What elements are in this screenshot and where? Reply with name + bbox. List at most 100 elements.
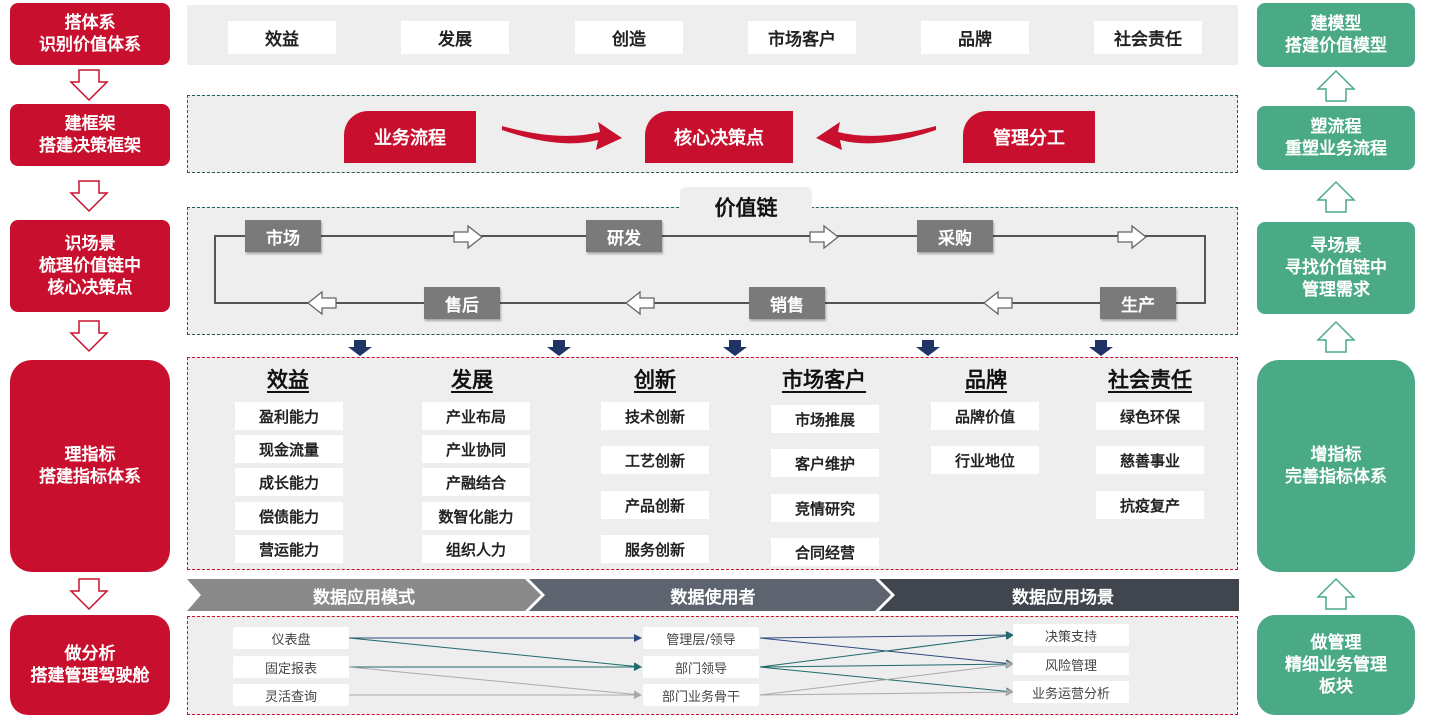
right-step-5-title: 做管理: [1310, 633, 1362, 653]
left-step-5-title: 做分析: [64, 644, 116, 664]
indicator-item: 绿色环保: [1096, 402, 1204, 430]
hollow-right-arrow-icon: [809, 224, 840, 250]
hollow-left-arrow-icon: [306, 290, 337, 316]
indicator-item: 客户维护: [771, 449, 879, 477]
value-item: 品牌: [921, 21, 1029, 54]
hollow-right-arrow-icon: [453, 224, 484, 250]
chain-stage-rnd: 研发: [586, 220, 662, 252]
down-arrow-icon: [69, 69, 109, 102]
indicator-item: 抗疫复产: [1096, 491, 1204, 519]
chain-stage-market: 市场: [245, 220, 321, 252]
indicator-item: 成长能力: [235, 468, 343, 496]
left-step-3-desc: 梳理价值链中: [39, 256, 141, 276]
indicator-item: 产品创新: [601, 491, 709, 519]
left-step-1-title: 搭体系: [64, 13, 116, 33]
right-step-5: 做管理 精细业务管理 板块: [1257, 615, 1415, 715]
indicator-item: 竞情研究: [771, 494, 879, 522]
data-user-tag: 部门业务骨干: [643, 684, 759, 706]
data-banner-chevrons: [187, 579, 1239, 611]
data-flow-lines: [348, 631, 1014, 699]
data-scene-tag: 决策支持: [1013, 624, 1129, 646]
navy-down-arrow-icon: [547, 340, 571, 356]
right-step-4: 增指标 完善指标体系: [1257, 360, 1415, 572]
data-scene-tag: 业务运营分析: [1013, 681, 1129, 703]
data-mode-tag: 灵活查询: [233, 684, 349, 706]
data-user-tag: 管理层/领导: [643, 627, 759, 649]
left-step-1-desc: 识别价值体系: [39, 35, 141, 55]
indicator-item: 合同经营: [771, 538, 879, 566]
hollow-right-arrow-icon: [1117, 224, 1148, 250]
data-mode-tag: 仪表盘: [233, 627, 349, 649]
chain-stage-purchase: 采购: [917, 220, 993, 252]
navy-down-arrow-icon: [723, 340, 747, 356]
right-step-4-title: 增指标: [1310, 445, 1362, 465]
data-mode-tag: 固定报表: [233, 656, 349, 678]
up-arrow-icon: [1316, 320, 1356, 353]
indicator-group-title: 品牌: [965, 368, 1007, 392]
data-banner-scene: 数据应用场景: [1012, 587, 1114, 608]
hollow-left-arrow-icon: [624, 290, 655, 316]
right-step-3-desc2: 管理需求: [1302, 280, 1370, 300]
indicator-group-title: 创新: [634, 368, 676, 392]
indicator-item: 盈利能力: [235, 402, 343, 430]
down-arrow-icon: [69, 320, 109, 353]
indicator-item: 产融结合: [422, 468, 530, 496]
right-step-1: 建模型 搭建价值模型: [1257, 3, 1415, 67]
indicator-item: 营运能力: [235, 535, 343, 563]
right-step-4-desc: 完善指标体系: [1285, 467, 1387, 487]
chain-stage-sales: 销售: [749, 287, 825, 319]
hollow-left-arrow-icon: [982, 290, 1013, 316]
right-step-3-title: 寻场景: [1310, 236, 1362, 256]
data-banner-mode: 数据应用模式: [313, 587, 415, 608]
indicator-group-title: 市场客户: [782, 368, 866, 392]
indicator-item: 产业布局: [422, 402, 530, 430]
value-item: 创造: [575, 21, 683, 54]
left-step-5-desc: 搭建管理驾驶舱: [30, 666, 150, 686]
value-chain-title: 价值链: [680, 187, 812, 227]
right-step-3-desc: 寻找价值链中: [1285, 258, 1387, 278]
value-item: 效益: [228, 21, 336, 54]
left-step-5: 做分析 搭建管理驾驶舱: [10, 615, 170, 715]
indicator-item: 组织人力: [422, 535, 530, 563]
indicator-group-title: 社会责任: [1108, 368, 1192, 392]
indicator-item: 现金流量: [235, 435, 343, 463]
indicator-item: 慈善事业: [1096, 446, 1204, 474]
down-arrow-icon: [69, 180, 109, 213]
value-item: 社会责任: [1094, 21, 1202, 54]
indicator-item: 行业地位: [931, 446, 1039, 474]
value-system-panel: [187, 5, 1238, 65]
navy-down-arrow-icon: [348, 340, 372, 356]
right-step-1-title: 建模型: [1310, 14, 1362, 34]
indicator-item: 数智化能力: [422, 502, 530, 530]
indicator-item: 市场推展: [771, 405, 879, 433]
right-step-2-title: 塑流程: [1310, 117, 1362, 137]
right-step-2-desc: 重塑业务流程: [1285, 139, 1387, 159]
up-arrow-icon: [1316, 577, 1356, 610]
left-step-2-title: 建框架: [64, 114, 116, 134]
left-step-1: 搭体系 识别价值体系: [10, 3, 170, 65]
data-user-tag: 部门领导: [643, 656, 759, 678]
framework-right: 管理分工: [963, 111, 1095, 163]
value-item: 市场客户: [748, 21, 856, 54]
indicator-group-title: 效益: [267, 368, 309, 392]
right-step-5-desc2: 板块: [1319, 677, 1353, 697]
left-step-3-desc2: 核心决策点: [47, 278, 133, 298]
right-step-1-desc: 搭建价值模型: [1285, 36, 1387, 56]
framework-left: 业务流程: [344, 111, 476, 163]
navy-down-arrow-icon: [916, 340, 940, 356]
down-arrow-icon: [69, 578, 109, 611]
framework-center: 核心决策点: [645, 111, 793, 163]
data-banner-user: 数据使用者: [670, 587, 756, 608]
up-arrow-icon: [1316, 69, 1356, 102]
indicator-item: 产业协同: [422, 435, 530, 463]
navy-down-arrow-icon: [1089, 340, 1113, 356]
value-chain-loop: [214, 235, 1206, 304]
left-step-2-desc: 搭建决策框架: [39, 136, 141, 156]
chain-stage-production: 生产: [1100, 287, 1176, 319]
left-step-4: 理指标 搭建指标体系: [10, 360, 170, 572]
left-step-4-title: 理指标: [64, 445, 116, 465]
right-step-5-desc: 精细业务管理: [1285, 655, 1387, 675]
left-curved-arrow-icon: [816, 122, 936, 150]
left-step-2: 建框架 搭建决策框架: [10, 104, 170, 166]
data-scene-tag: 风险管理: [1013, 653, 1129, 675]
